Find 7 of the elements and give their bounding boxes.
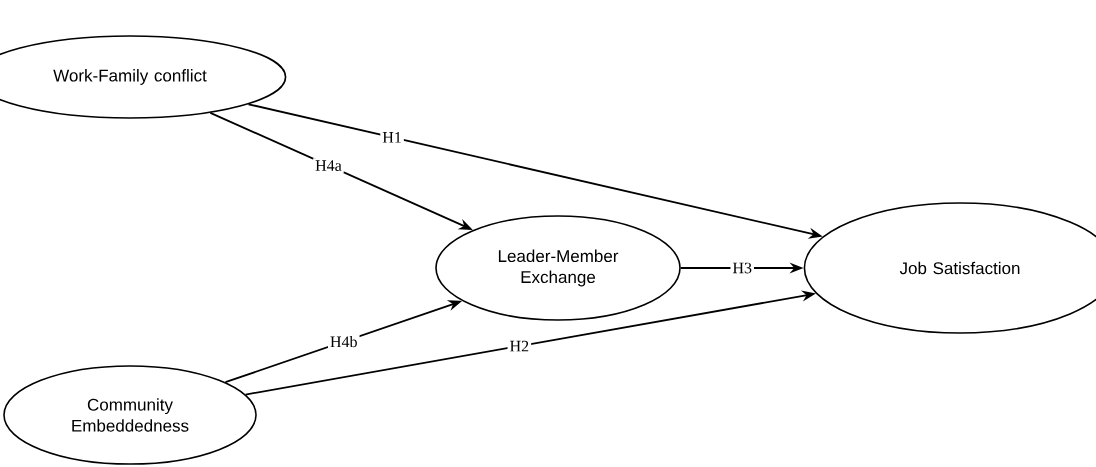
ellipse-node: Leader-Member Exchange [435, 215, 681, 321]
edge-label: H1 [382, 132, 401, 143]
edge-label: H3 [732, 262, 752, 274]
ellipse-node: Community Embeddedness [3, 365, 257, 465]
edge-label: H2 [510, 340, 529, 352]
edge-label: H4b [330, 335, 357, 348]
edge-label: H4a [315, 160, 342, 171]
